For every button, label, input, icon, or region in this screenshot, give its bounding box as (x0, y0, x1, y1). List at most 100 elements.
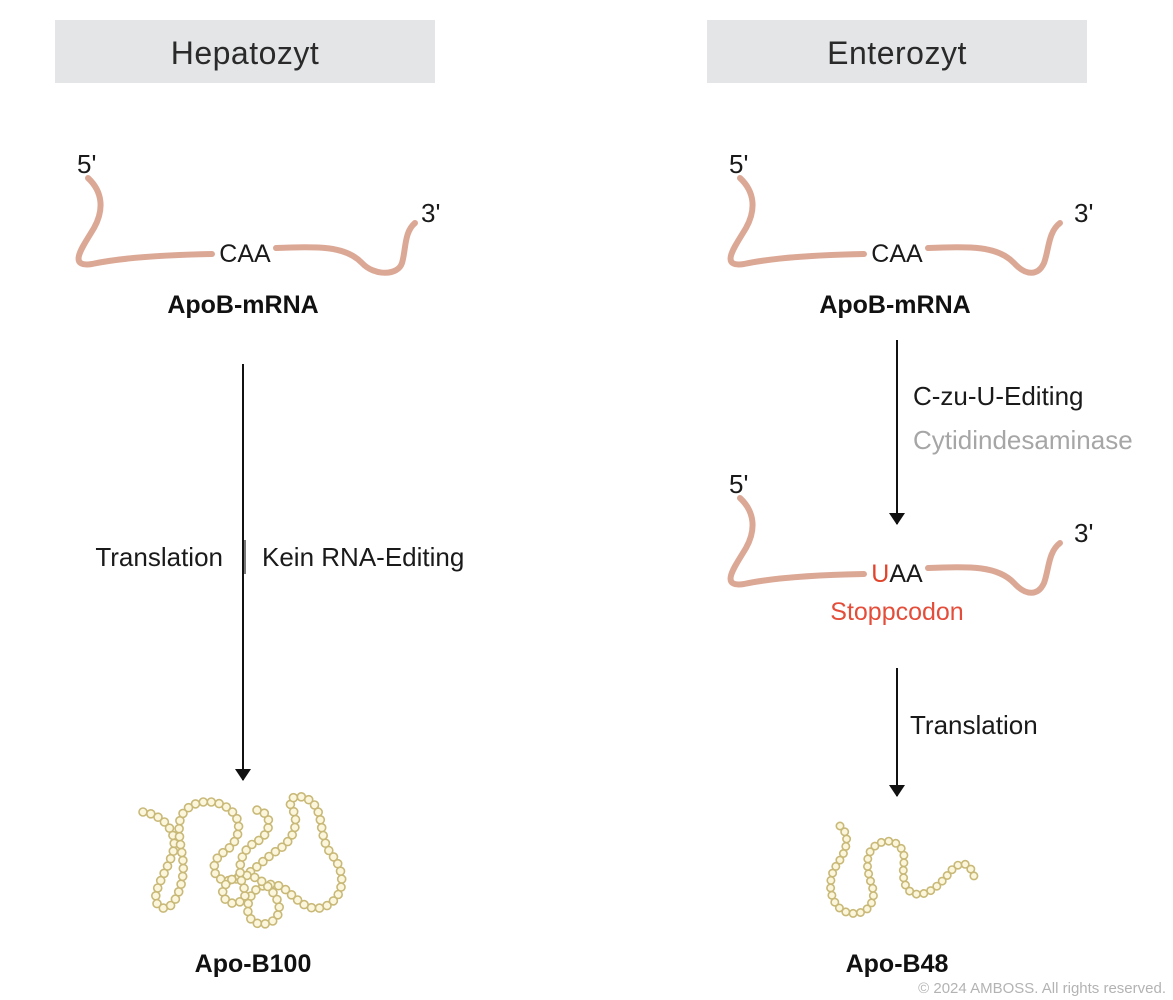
three-prime-label: 3' (1074, 518, 1093, 548)
amino-acid-bead (862, 861, 872, 871)
apo-b100-label: Apo-B100 (195, 950, 312, 978)
no-editing-label: Kein RNA-Editing (262, 542, 464, 572)
edited-mrna-right-arm (925, 540, 1063, 596)
amino-acid-bead (838, 848, 848, 858)
amino-acid-bead (899, 850, 909, 860)
amino-acid-bead (855, 907, 865, 917)
amino-acid-bead (315, 814, 326, 825)
amino-acid-bead (328, 896, 339, 906)
amino-acid-bead (176, 879, 186, 890)
copyright-notice: © 2024 AMBOSS. All rights reserved. (918, 980, 1166, 997)
amino-acid-bead (288, 792, 299, 803)
amino-acid-bead (220, 894, 230, 905)
enterocyte-column: Enterozyt 5' 3' CAA ApoB-mRNA C-zu-U-Edi… (707, 20, 1133, 978)
amino-acid-bead (313, 807, 324, 817)
edited-mrna-left-arm (727, 495, 867, 588)
mrna-strand-left-arm (75, 175, 215, 268)
amino-acid-bead (174, 831, 185, 842)
amino-acid-bead (209, 860, 220, 871)
apo-b100-bead-chain (138, 791, 347, 929)
amino-acid-bead (942, 870, 952, 880)
amino-acid-bead (947, 865, 957, 875)
amino-acid-bead (911, 889, 921, 899)
codon-rest: AA (889, 560, 923, 588)
amino-acid-bead (235, 896, 245, 907)
amino-acid-bead (899, 858, 909, 868)
amino-acid-bead (175, 839, 186, 850)
amino-acid-bead (262, 881, 273, 892)
amino-acid-bead (153, 812, 163, 823)
hepatocyte-mrna-label: ApoB-mRNA (167, 291, 318, 319)
three-prime-label: 3' (1074, 198, 1093, 228)
amino-acid-bead (227, 807, 238, 817)
amino-acid-bead (299, 899, 309, 910)
amino-acid-bead (286, 889, 297, 900)
hepatocyte-column: Hepatozyt 5' 3' CAA ApoB-mRNA Translatio… (55, 20, 464, 978)
amino-acid-bead (190, 799, 201, 809)
amino-acid-bead (274, 902, 285, 912)
amino-acid-bead (210, 868, 220, 879)
codon-caa: CAA (871, 240, 923, 268)
amino-acid-bead (165, 900, 176, 911)
amino-acid-bead (842, 834, 852, 844)
amino-acid-bead (218, 847, 228, 858)
amino-acid-bead (174, 823, 184, 834)
amino-acid-bead (277, 842, 287, 853)
amino-acid-bead (206, 797, 217, 807)
amino-acid-bead (840, 827, 850, 837)
amino-acid-bead (251, 861, 262, 872)
amino-acid-bead (264, 851, 274, 862)
amino-acid-bead (232, 813, 242, 824)
amino-acid-bead (926, 886, 936, 896)
amino-acid-bead (290, 822, 300, 833)
amino-acid-bead (280, 884, 291, 895)
amino-acid-bead (328, 852, 339, 862)
amino-acid-bead (835, 821, 845, 831)
amino-acid-bead (247, 839, 257, 850)
amino-acid-bead (876, 837, 886, 847)
amino-acid-bead (138, 807, 148, 817)
amino-acid-bead (253, 835, 264, 846)
amino-acid-bead (243, 898, 253, 909)
amino-acid-bead (865, 876, 875, 886)
five-prime-label: 5' (77, 149, 96, 179)
amino-acid-bead (314, 903, 325, 913)
enterocyte-header-box (707, 20, 1087, 83)
five-prime-label: 5' (729, 149, 748, 179)
five-prime-label: 5' (729, 469, 748, 499)
amino-acid-bead (826, 883, 836, 893)
amino-acid-bead (263, 822, 273, 833)
edited-base-u: U (871, 560, 889, 588)
amino-acid-bead (937, 876, 947, 886)
amino-acid-bead (233, 821, 244, 832)
amino-acid-bead (899, 873, 909, 883)
amino-acid-bead (267, 916, 278, 926)
codon-uaa: UAA (871, 560, 923, 588)
amino-acid-bead (862, 904, 872, 914)
amino-acid-bead (870, 841, 880, 851)
translation-label: Translation (95, 542, 223, 572)
amino-acid-bead (198, 797, 209, 807)
amino-acid-bead (292, 895, 303, 905)
amino-acid-bead (290, 814, 301, 825)
three-prime-label: 3' (421, 198, 440, 228)
amino-acid-bead (235, 859, 246, 870)
cytidine-deaminase-label: Cytidindesaminase (913, 425, 1133, 455)
amino-acid-bead (333, 889, 344, 900)
amino-acid-bead (865, 847, 875, 857)
amino-acid-bead (258, 856, 268, 867)
amino-acid-bead (841, 841, 851, 851)
amino-acid-bead (891, 838, 901, 848)
amino-acid-bead (336, 874, 347, 884)
c-to-u-editing-label: C-zu-U-Editing (913, 381, 1084, 411)
hepatocyte-header-box (55, 20, 435, 83)
amino-acid-bead (241, 845, 251, 855)
amino-acid-bead (884, 836, 894, 846)
amino-acid-bead (969, 871, 979, 881)
amino-acid-bead (303, 794, 314, 805)
amino-acid-bead (272, 894, 282, 905)
amino-acid-bead (834, 903, 844, 913)
amino-acid-bead (282, 836, 293, 847)
amino-acid-bead (227, 898, 237, 908)
amino-acid-bead (826, 875, 836, 885)
